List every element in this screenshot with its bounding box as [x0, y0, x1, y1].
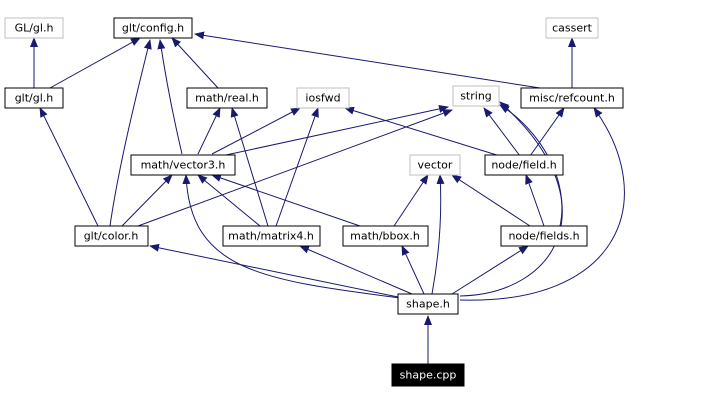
edge-node-fields-to-vector	[451, 174, 531, 227]
node-label: glt/gl.h	[15, 92, 54, 105]
edge-glt-color-to-glt-gl	[39, 107, 99, 227]
node-math-vector3[interactable]: math/vector3.h	[130, 154, 236, 176]
edge-glt-color-to-math-vector3	[121, 174, 173, 227]
node-shape-cpp[interactable]: shape.cpp	[391, 363, 465, 387]
edge-node-fields-to-node-field	[525, 174, 545, 227]
edge-math-matrix4-to-math-vector3	[197, 174, 261, 227]
node-glt-color[interactable]: glt/color.h	[74, 225, 149, 247]
node-node-field[interactable]: node/field.h	[484, 154, 564, 176]
edge-shape-h-to-math-vector3	[182, 174, 401, 299]
edge-glt-color-to-glt-config	[109, 39, 152, 227]
node-label: shape.h	[406, 298, 450, 311]
node-label: vector	[418, 159, 453, 172]
edge-shape-h-to-string	[459, 101, 563, 297]
node-label: math/bbox.h	[350, 230, 420, 243]
edge-math-vector3-to-string	[225, 104, 449, 156]
edge-glt-gl-to-glt-config	[49, 37, 141, 89]
edge-math-matrix4-to-math-real	[230, 107, 269, 227]
edge-math-vector3-to-glt-config	[157, 39, 183, 155]
node-label: math/matrix4.h	[228, 230, 314, 243]
node-label: shape.cpp	[400, 369, 457, 382]
node-string[interactable]: string	[452, 85, 500, 107]
node-vector[interactable]: vector	[409, 154, 461, 176]
node-label: misc/refcount.h	[529, 92, 615, 105]
node-label: node/fields.h	[508, 230, 579, 243]
node-gl-gl-system[interactable]: GL/gl.h	[4, 17, 64, 39]
edge-math-vector3-to-iosfwd	[211, 107, 301, 155]
node-math-matrix4[interactable]: math/matrix4.h	[222, 225, 321, 247]
node-label: string	[460, 90, 492, 103]
node-glt-config[interactable]: glt/config.h	[113, 17, 193, 39]
edge-shape-h-to-node-fields	[451, 245, 529, 295]
edge-shape-h-to-vector	[431, 174, 445, 295]
edge-math-matrix4-to-iosfwd	[275, 107, 319, 227]
node-node-fields[interactable]: node/fields.h	[500, 225, 588, 247]
edges	[30, 31, 625, 364]
node-math-bbox[interactable]: math/bbox.h	[342, 225, 429, 247]
node-label: glt/config.h	[122, 22, 184, 35]
node-label: math/vector3.h	[141, 159, 226, 172]
edge-math-real-to-glt-config	[171, 37, 219, 89]
node-label: glt/color.h	[84, 230, 139, 243]
edge-math-bbox-to-vector	[393, 174, 429, 227]
edge-math-bbox-to-math-vector3	[211, 174, 361, 227]
nodes: GL/gl.h glt/config.h cassert glt/gl.h ma…	[4, 17, 624, 387]
edge-shape-h-to-misc-refcount	[459, 107, 625, 301]
node-shape-h[interactable]: shape.h	[397, 293, 459, 315]
node-label: iosfwd	[305, 92, 340, 105]
edge-shape-h-to-math-bbox	[401, 245, 425, 295]
edge-shape-h-to-math-matrix4	[299, 245, 413, 295]
node-glt-gl[interactable]: glt/gl.h	[4, 87, 64, 109]
node-label: GL/gl.h	[15, 22, 54, 35]
node-label: math/real.h	[195, 92, 259, 105]
edge-node-field-to-misc-refcount	[529, 107, 565, 157]
node-cassert[interactable]: cassert	[545, 17, 599, 39]
edge-math-vector3-to-math-real	[197, 107, 221, 155]
node-misc-refcount[interactable]: misc/refcount.h	[520, 87, 624, 109]
node-label: node/field.h	[491, 159, 556, 172]
node-math-real[interactable]: math/real.h	[186, 87, 268, 109]
edge-node-field-to-string	[483, 107, 521, 157]
edge-node-field-to-iosfwd	[344, 106, 501, 157]
node-label: cassert	[552, 22, 593, 35]
edge-misc-refcount-to-glt-config	[194, 31, 541, 89]
node-iosfwd[interactable]: iosfwd	[296, 87, 350, 109]
edge-shape-h-to-glt-color	[149, 243, 399, 298]
